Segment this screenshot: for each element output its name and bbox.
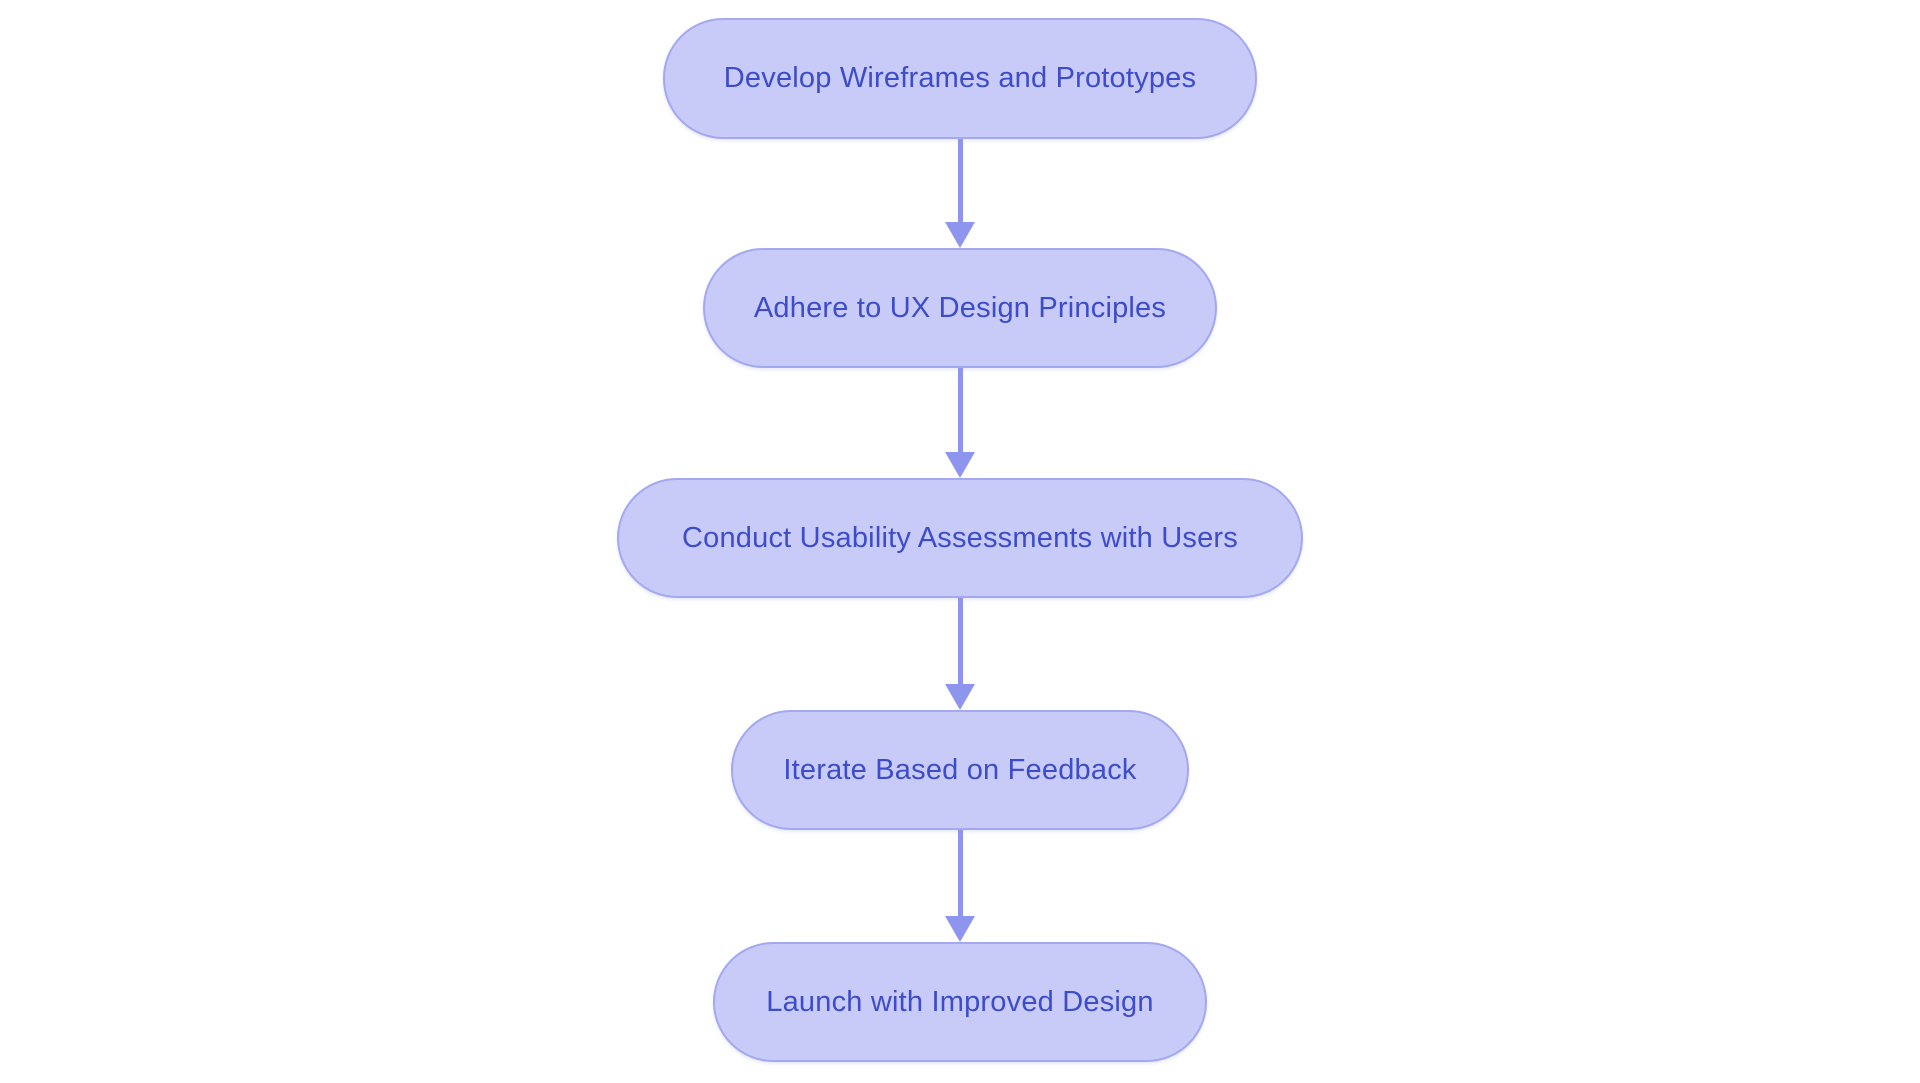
flow-node-label: Adhere to UX Design Principles xyxy=(753,291,1167,324)
arrow-line xyxy=(957,368,963,452)
arrow-line xyxy=(957,598,963,684)
flow-node-label: Iterate Based on Feedback xyxy=(783,753,1137,786)
arrow-connector-4 xyxy=(945,830,975,942)
flow-node-label: Develop Wireframes and Prototypes xyxy=(723,62,1197,94)
flow-node-ux-principles: Adhere to UX Design Principles xyxy=(703,248,1217,368)
arrow-head-icon xyxy=(945,684,975,710)
flow-node-launch-design: Launch with Improved Design xyxy=(713,942,1207,1062)
arrow-head-icon xyxy=(945,452,975,478)
flow-node-iterate-feedback: Iterate Based on Feedback xyxy=(731,710,1189,830)
arrow-head-icon xyxy=(945,222,975,248)
arrow-line xyxy=(957,830,963,916)
flow-node-label: Conduct Usability Assessments with Users xyxy=(682,521,1238,554)
arrow-line xyxy=(957,139,963,222)
arrow-connector-3 xyxy=(945,598,975,710)
arrow-head-icon xyxy=(945,916,975,942)
arrow-connector-2 xyxy=(945,368,975,478)
flow-node-develop-wireframes: Develop Wireframes and Prototypes xyxy=(663,18,1257,139)
flow-node-usability-assessments: Conduct Usability Assessments with Users xyxy=(617,478,1303,598)
flow-node-label: Launch with Improved Design xyxy=(766,985,1154,1018)
arrow-connector-1 xyxy=(945,139,975,248)
